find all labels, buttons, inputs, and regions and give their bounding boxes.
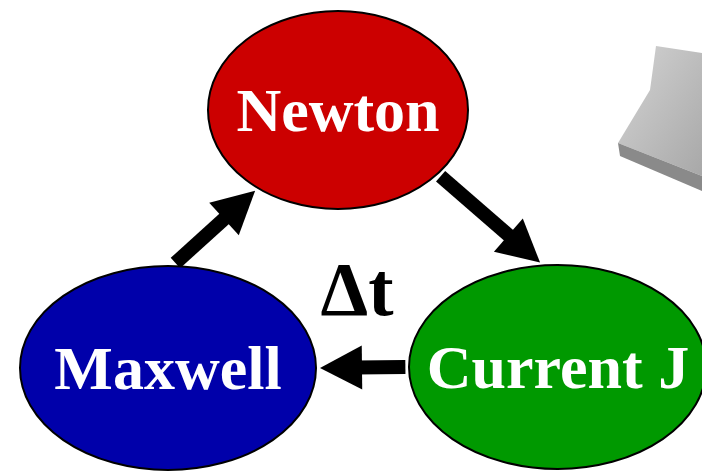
arrow-connector	[441, 176, 540, 262]
node-label: Current J	[427, 333, 689, 401]
device-edge	[618, 143, 702, 191]
arrow-connector	[175, 191, 255, 263]
arrow-head	[209, 191, 255, 236]
ellipse-shape	[409, 265, 702, 469]
node-ellipse: Current J	[408, 264, 702, 470]
ellipse-shape	[208, 11, 468, 209]
node-ellipse: Maxwell	[19, 265, 317, 471]
node-label: Newton	[236, 76, 439, 144]
arrow-shaft	[441, 176, 513, 239]
node-label: Maxwell	[54, 334, 281, 402]
arrow-connector	[320, 346, 405, 390]
arrow-shaft	[175, 215, 228, 263]
arrow-head	[320, 346, 362, 390]
node-ellipse: Newton	[207, 10, 469, 210]
arrow-head	[494, 218, 540, 262]
time-step-label: Δt	[321, 248, 394, 332]
arrow-shaft	[356, 360, 405, 375]
ellipse-shape	[20, 266, 316, 470]
